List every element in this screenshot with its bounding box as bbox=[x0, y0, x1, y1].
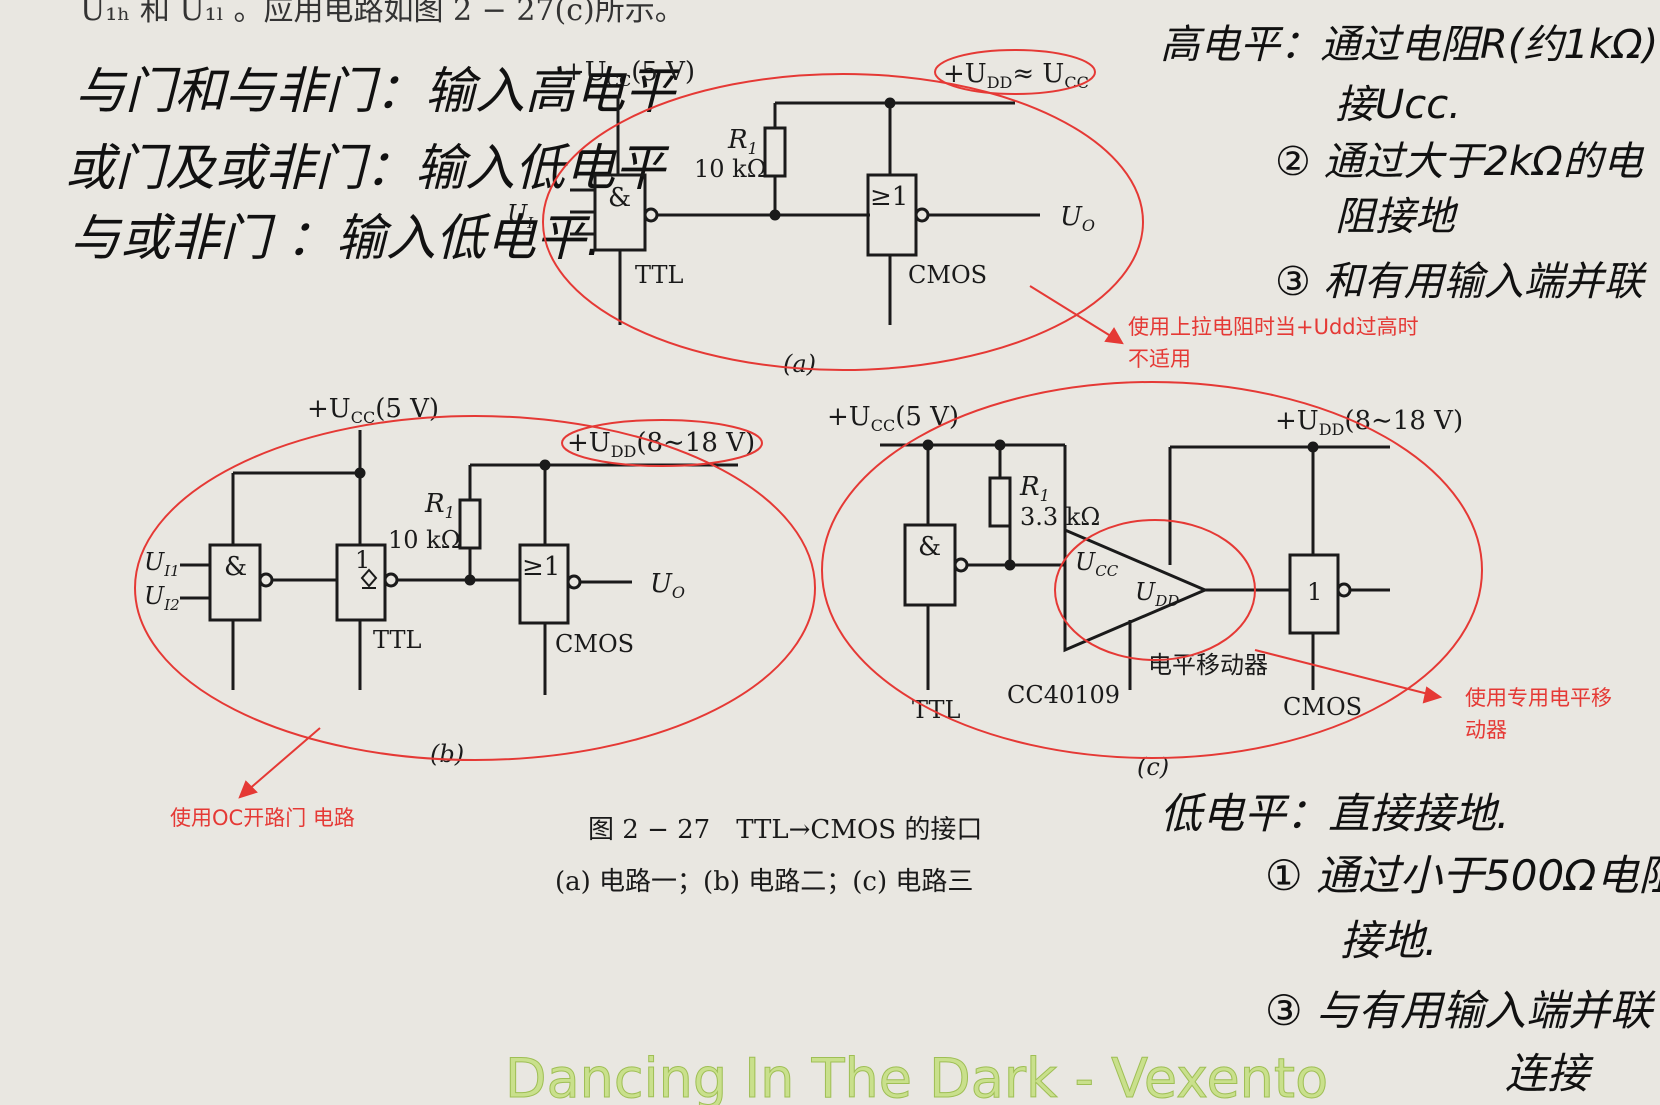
svg-text:R1: R1 bbox=[1019, 472, 1050, 505]
hand-right-2: 接Ucc. bbox=[1335, 82, 1461, 128]
svg-text:+UDD≈ UCC: +UDD≈ UCC bbox=[943, 59, 1089, 92]
red-markups bbox=[134, 49, 1483, 799]
level-shifter bbox=[1063, 527, 1209, 653]
hand-low-4: ③ 与有用输入端并联 bbox=[1265, 986, 1656, 1035]
note-a-2: 不适用 bbox=[1128, 347, 1191, 371]
ellipse-c-shifter bbox=[1054, 519, 1256, 661]
hand-left-3: 与或非门 ：输入低电平. bbox=[70, 209, 602, 267]
svg-text:TTL: TTL bbox=[373, 626, 421, 654]
circuit-a bbox=[570, 95, 1040, 325]
handwriting-left: 与门和与非门：输入高电平 或门及或非门：输入低电平 与或非门 ：输入低电平. bbox=[65, 62, 680, 267]
handwriting-right: 高电平：通过电阻R(约1kΩ) 接Ucc. ② 通过大于2kΩ的电 阻接地 ③ … bbox=[1160, 22, 1658, 305]
svg-text:+UCC(5 V): +UCC(5 V) bbox=[307, 394, 439, 427]
svg-text:UO: UO bbox=[1060, 202, 1095, 235]
svg-text:TTL: TTL bbox=[635, 261, 683, 289]
watermark-text: Dancing In The Dark - Vexento bbox=[505, 1047, 1328, 1105]
book-top-line: U₁ₕ 和 U₁ₗ 。应用电路如图 2 − 27(c)所示。 bbox=[80, 0, 685, 28]
figure-caption: 图 2 − 27 TTL→CMOS 的接口 bbox=[588, 815, 982, 845]
svg-text:UO: UO bbox=[650, 569, 685, 602]
svg-text:&: & bbox=[918, 532, 941, 562]
svg-text:UI1: UI1 bbox=[144, 548, 180, 580]
svg-text:CMOS: CMOS bbox=[1283, 693, 1362, 721]
note-a-1: 使用上拉电阻时当+Udd过高时 bbox=[1128, 315, 1419, 339]
svg-text:UDD: UDD bbox=[1135, 578, 1179, 610]
ellipse-a bbox=[542, 73, 1144, 371]
hand-low-5: 连接 bbox=[1505, 1049, 1594, 1098]
hand-low-1: 低电平：直接接地. bbox=[1160, 789, 1509, 838]
svg-text:≥1: ≥1 bbox=[522, 552, 560, 582]
svg-text:1: 1 bbox=[1307, 578, 1322, 606]
svg-text:R1: R1 bbox=[727, 125, 758, 158]
svg-text:+UDD(8∼18 V): +UDD(8∼18 V) bbox=[1275, 406, 1463, 439]
note-b: 使用OC开路门 电路 bbox=[170, 806, 355, 830]
red-annotations: 使用上拉电阻时当+Udd过高时 不适用 使用OC开路门 电路 使用专用电平移 动… bbox=[170, 315, 1612, 830]
svg-text:R1: R1 bbox=[424, 489, 455, 522]
circuit-b-labels: +UCC(5 V) +UDD(8∼18 V) R1 10 kΩ & UI1 UI… bbox=[144, 394, 755, 768]
svg-text:10 kΩ: 10 kΩ bbox=[388, 526, 461, 554]
hand-left-2: 或门及或非门：输入低电平 bbox=[65, 139, 670, 197]
svg-text:电平移动器: 电平移动器 bbox=[1148, 651, 1268, 679]
svg-text:10 kΩ: 10 kΩ bbox=[694, 155, 767, 183]
hand-right-5: ③ 和有用输入端并联 bbox=[1275, 259, 1648, 305]
hand-low-3: 接地. bbox=[1340, 916, 1437, 965]
svg-text:UCC: UCC bbox=[1075, 548, 1119, 580]
svg-text:≥1: ≥1 bbox=[870, 182, 908, 212]
ellipse-b-udd bbox=[561, 419, 763, 467]
resistor-a bbox=[763, 126, 787, 178]
ellipse-a-udd bbox=[934, 49, 1096, 95]
svg-text:CMOS: CMOS bbox=[555, 630, 634, 658]
svg-text:&: & bbox=[224, 552, 247, 582]
svg-text:(b): (b) bbox=[430, 740, 464, 768]
oc-symbol bbox=[360, 568, 378, 589]
note-c-1: 使用专用电平移 bbox=[1465, 686, 1612, 710]
resistor-b bbox=[458, 498, 482, 550]
svg-text:CMOS: CMOS bbox=[908, 261, 987, 289]
svg-text:CC40109: CC40109 bbox=[1007, 681, 1120, 709]
svg-text:1: 1 bbox=[355, 546, 370, 574]
hand-right-3: ② 通过大于2kΩ的电 bbox=[1275, 139, 1645, 185]
note-c-2: 动器 bbox=[1465, 718, 1507, 742]
svg-text:(a): (a) bbox=[783, 350, 816, 378]
svg-text:+UCC(5 V): +UCC(5 V) bbox=[563, 57, 695, 90]
hand-right-4: 阻接地 bbox=[1335, 194, 1459, 240]
svg-text:+UCC(5 V): +UCC(5 V) bbox=[827, 402, 959, 435]
svg-text:UI2: UI2 bbox=[144, 582, 180, 614]
ellipse-c bbox=[821, 381, 1483, 759]
hand-low-2: ① 通过小于500Ω电阻 bbox=[1265, 851, 1660, 900]
resistor-c bbox=[988, 476, 1012, 528]
handwriting-lower-right: 低电平：直接接地. ① 通过小于500Ω电阻 接地. ③ 与有用输入端并联 连接 bbox=[1160, 789, 1660, 1098]
figure-subcaption: (a) 电路一；(b) 电路二；(c) 电路三 bbox=[555, 867, 973, 897]
circuit-a-labels: +UCC(5 V) +UDD≈ UCC R1 10 kΩ & UI ≥1 UO … bbox=[507, 57, 1095, 378]
circuit-c bbox=[880, 439, 1390, 690]
svg-text:&: & bbox=[608, 183, 631, 213]
svg-text:3.3 kΩ: 3.3 kΩ bbox=[1020, 503, 1100, 531]
circuit-b bbox=[180, 430, 738, 695]
hand-right-1: 高电平：通过电阻R(约1kΩ) bbox=[1160, 22, 1658, 68]
circuit-c-labels: +UCC(5 V) +UDD(8∼18 V) R1 3.3 kΩ & UCC U… bbox=[827, 402, 1463, 781]
hand-left-1: 与门和与非门：输入高电平 bbox=[75, 62, 680, 120]
svg-text:UI: UI bbox=[507, 200, 534, 232]
ellipse-b bbox=[134, 415, 816, 761]
